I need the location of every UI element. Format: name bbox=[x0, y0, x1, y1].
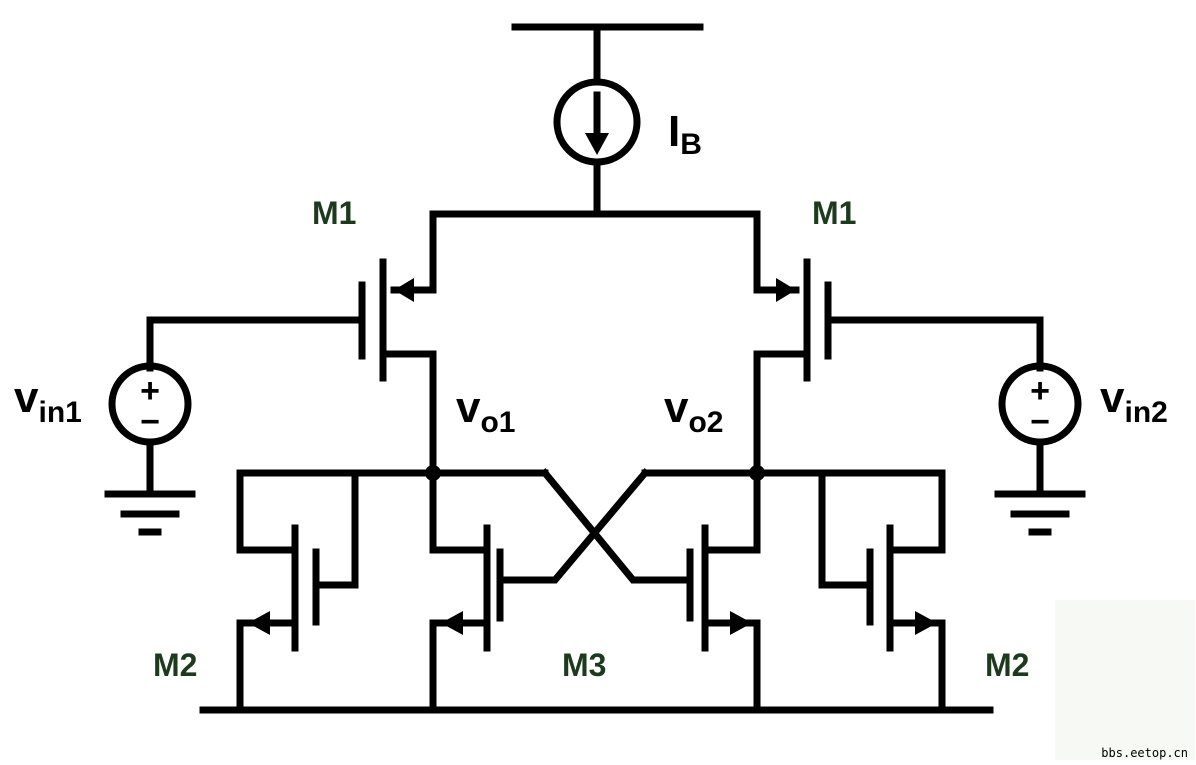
m3-right-transistor bbox=[686, 469, 761, 712]
m2-right-label: M2 bbox=[985, 647, 1029, 683]
current-source-ib bbox=[553, 78, 641, 166]
m2-left-transistor bbox=[236, 469, 359, 712]
ib-label: IB bbox=[668, 107, 702, 161]
vin1-label: vin1 bbox=[14, 373, 82, 429]
vin2-label: vin2 bbox=[1100, 373, 1168, 429]
vo1-label: vo1 bbox=[456, 383, 516, 439]
m1-left-transistor bbox=[358, 210, 437, 476]
m1-right-label: M1 bbox=[812, 195, 856, 231]
vin1-minus-sign: − bbox=[140, 403, 160, 441]
vin1-plus-sign: + bbox=[140, 372, 160, 410]
m3-left-transistor bbox=[429, 469, 504, 712]
vin1-source bbox=[104, 316, 196, 536]
m3-label: M3 bbox=[562, 647, 606, 683]
m2-right-transistor bbox=[818, 469, 946, 712]
m1-left-label: M1 bbox=[312, 195, 356, 231]
vin2-source bbox=[994, 316, 1086, 536]
watermark-shape bbox=[1055, 600, 1195, 760]
m2-left-label: M2 bbox=[153, 647, 197, 683]
vin2-plus-sign: + bbox=[1030, 372, 1050, 410]
vin2-minus-sign: − bbox=[1030, 403, 1050, 441]
cross-wire-a bbox=[540, 468, 694, 584]
cross-wire-b bbox=[496, 468, 650, 584]
m1-right-transistor bbox=[753, 210, 832, 476]
vo2-label: vo2 bbox=[664, 383, 724, 439]
watermark-text: bbs.eetop.cn bbox=[1101, 746, 1188, 760]
